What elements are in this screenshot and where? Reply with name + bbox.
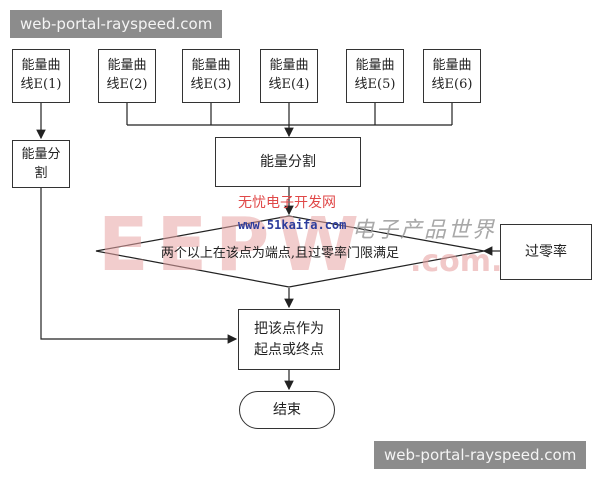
energy-curve-4: 能量曲 线E(4) — [260, 49, 318, 103]
energy-curve-5-line2: 线E(5) — [354, 77, 396, 92]
zero-crossing-label: 过零率 — [525, 244, 567, 260]
energy-curve-3-line2: 线E(3) — [190, 77, 232, 92]
logo-url-watermark: www.51kaifa.com — [238, 218, 347, 232]
energy-curve-1-line2: 线E(1) — [20, 77, 62, 92]
logo-big-text: EEPW — [98, 202, 367, 280]
energy-curve-6-line1: 能量曲 — [432, 58, 472, 73]
energy-curve-2-line1: 能量曲 — [107, 58, 147, 73]
end-terminal: 结束 — [239, 391, 335, 429]
logo-right-cn-watermark: 电子产品世界 — [352, 218, 497, 243]
energy-curve-2: 能量曲 线E(2) — [98, 49, 156, 103]
energy-split-small-line2: 割 — [34, 166, 48, 181]
arrow-split-to-setpoint — [40, 188, 238, 344]
zero-crossing-box: 过零率 — [500, 224, 592, 280]
energy-split-small: 能量分 割 — [12, 140, 70, 188]
energy-split-big-label: 能量分割 — [260, 154, 316, 170]
set-endpoint-box: 把该点作为 起点或终点 — [238, 309, 340, 370]
watermark-tag-top: web-portal-rayspeed.com — [10, 10, 223, 38]
energy-curve-4-line1: 能量曲 — [269, 58, 309, 73]
energy-curve-6: 能量曲 线E(6) — [423, 49, 481, 103]
set-endpoint-line2: 起点或终点 — [254, 342, 324, 358]
end-terminal-label: 结束 — [273, 402, 301, 418]
energy-curve-5-line1: 能量曲 — [355, 58, 395, 73]
energy-curve-2-line2: 线E(2) — [106, 77, 148, 92]
decision-condition-text: 两个以上在该点为端点,且过零率门限满足 — [160, 246, 400, 261]
eepw-logo-art: EEPW — [98, 202, 367, 280]
logo-cn-watermark: 无忧电子开发网 — [238, 195, 336, 211]
energy-split-big: 能量分割 — [215, 137, 361, 187]
eepw-logo-watermark: EEPW — [96, 190, 506, 280]
energy-curve-1-line1: 能量曲 — [21, 58, 61, 73]
decision-diamond — [95, 215, 485, 288]
energy-curve-3: 能量曲 线E(3) — [182, 49, 240, 103]
set-endpoint-line1: 把该点作为 — [254, 321, 324, 337]
energy-curve-3-line1: 能量曲 — [191, 58, 231, 73]
energy-curve-5: 能量曲 线E(5) — [346, 49, 404, 103]
watermark-tag-bottom: web-portal-rayspeed.com — [374, 441, 587, 469]
energy-curve-4-line2: 线E(4) — [268, 77, 310, 92]
energy-curve-6-line2: 线E(6) — [431, 77, 473, 92]
energy-split-small-line1: 能量分 — [21, 147, 61, 162]
energy-curve-1: 能量曲 线E(1) — [12, 49, 70, 103]
